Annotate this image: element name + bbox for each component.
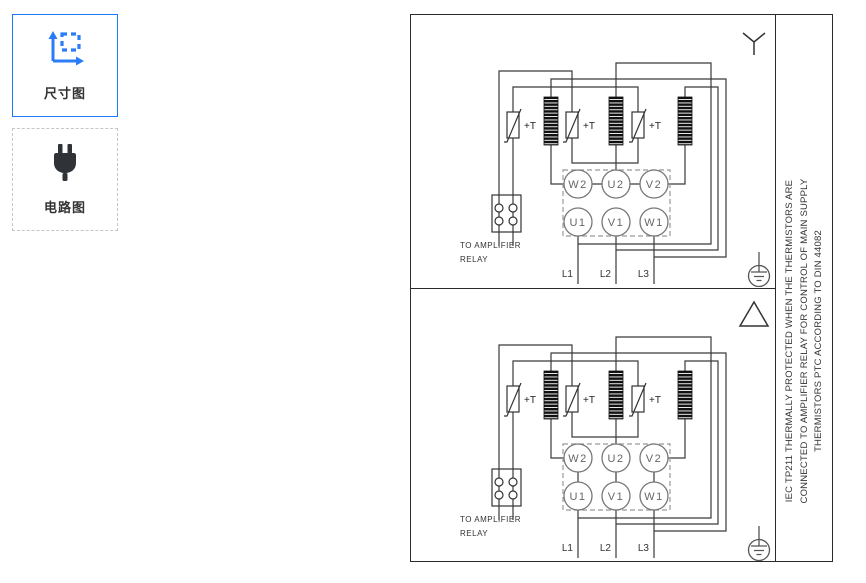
ground-icon: [747, 252, 771, 287]
relay-caption: TO AMPLIFIER: [460, 515, 521, 524]
relay-caption: RELAY: [460, 529, 488, 538]
terminal-label: U2: [607, 179, 624, 191]
thermistor-icons: [504, 382, 647, 417]
note-line: THERMISTORS PTC ACCORDING TO DIN 44082: [813, 230, 824, 452]
terminals: W2 U2 V2 U1 V1 W1: [563, 169, 669, 237]
amplifier-relay-connector: [491, 194, 522, 233]
thumbnail-circuit-diagram[interactable]: 电路图: [12, 128, 118, 231]
terminal-label: V2: [646, 179, 662, 191]
note-text: IEC TP211 THERMALLY PROTECTED WHEN THE T…: [783, 81, 827, 583]
thumbnail-dimension-drawing[interactable]: 尺寸图: [12, 14, 118, 117]
thermistor-label: +T: [649, 121, 661, 132]
terminal-label: W1: [644, 217, 664, 229]
note-line: IEC TP211 THERMALLY PROTECTED WHEN THE T…: [784, 179, 795, 503]
terminal-label: U1: [569, 491, 586, 503]
terminal-label: V1: [608, 491, 624, 503]
plug-icon: [46, 143, 84, 188]
supply-line-label: L3: [638, 269, 650, 280]
note-line: CONNECTED TO AMPLIFIER RELAY FOR CONTROL…: [798, 178, 810, 504]
winding-icons: [543, 370, 693, 420]
panel-divider: [411, 287, 776, 289]
star-connection-panel: +T +T +T W2 U2 V2: [460, 32, 771, 287]
terminal-label: W2: [568, 179, 588, 191]
thumbnail-label: 电路图: [43, 200, 86, 215]
delta-symbol: [738, 300, 770, 327]
terminal-label: W2: [568, 453, 588, 465]
wires: [498, 336, 727, 558]
supply-line-label: L2: [600, 543, 612, 554]
supply-line-label: L2: [600, 269, 612, 280]
relay-caption: TO AMPLIFIER: [460, 241, 521, 250]
dimension-icon: [44, 29, 86, 74]
terminal-label: V1: [608, 217, 624, 229]
note-column: IEC TP211 THERMALLY PROTECTED WHEN THE T…: [776, 15, 834, 561]
thermistor-label: +T: [583, 121, 595, 132]
note-column-divider: [774, 15, 776, 561]
terminal-label: U1: [569, 217, 586, 229]
ground-icon: [747, 526, 771, 561]
terminals: W2 U2 V2 U1 V1 W1: [563, 443, 669, 511]
delta-connection-panel: +T +T +T W2 U2 V2 U1: [460, 300, 771, 561]
wiring-diagram-sheet: +T +T +T W2 U2 V2: [410, 14, 833, 562]
supply-line-label: L1: [562, 269, 574, 280]
amplifier-relay-connector: [491, 468, 522, 507]
thermistor-label: +T: [649, 395, 661, 406]
thermistor-label: +T: [583, 395, 595, 406]
supply-line-label: L1: [562, 543, 574, 554]
thermistor-label: +T: [524, 121, 536, 132]
supply-line-label: L3: [638, 543, 650, 554]
terminal-label: V2: [646, 453, 662, 465]
wye-symbol: [742, 32, 766, 55]
terminal-label: U2: [607, 453, 624, 465]
thumbnail-label: 尺寸图: [43, 86, 86, 101]
thermistor-icons: [504, 108, 647, 143]
winding-icons: [543, 96, 693, 146]
terminal-label: W1: [644, 491, 664, 503]
wires: [498, 62, 727, 284]
relay-caption: RELAY: [460, 255, 488, 264]
thermistor-label: +T: [524, 395, 536, 406]
